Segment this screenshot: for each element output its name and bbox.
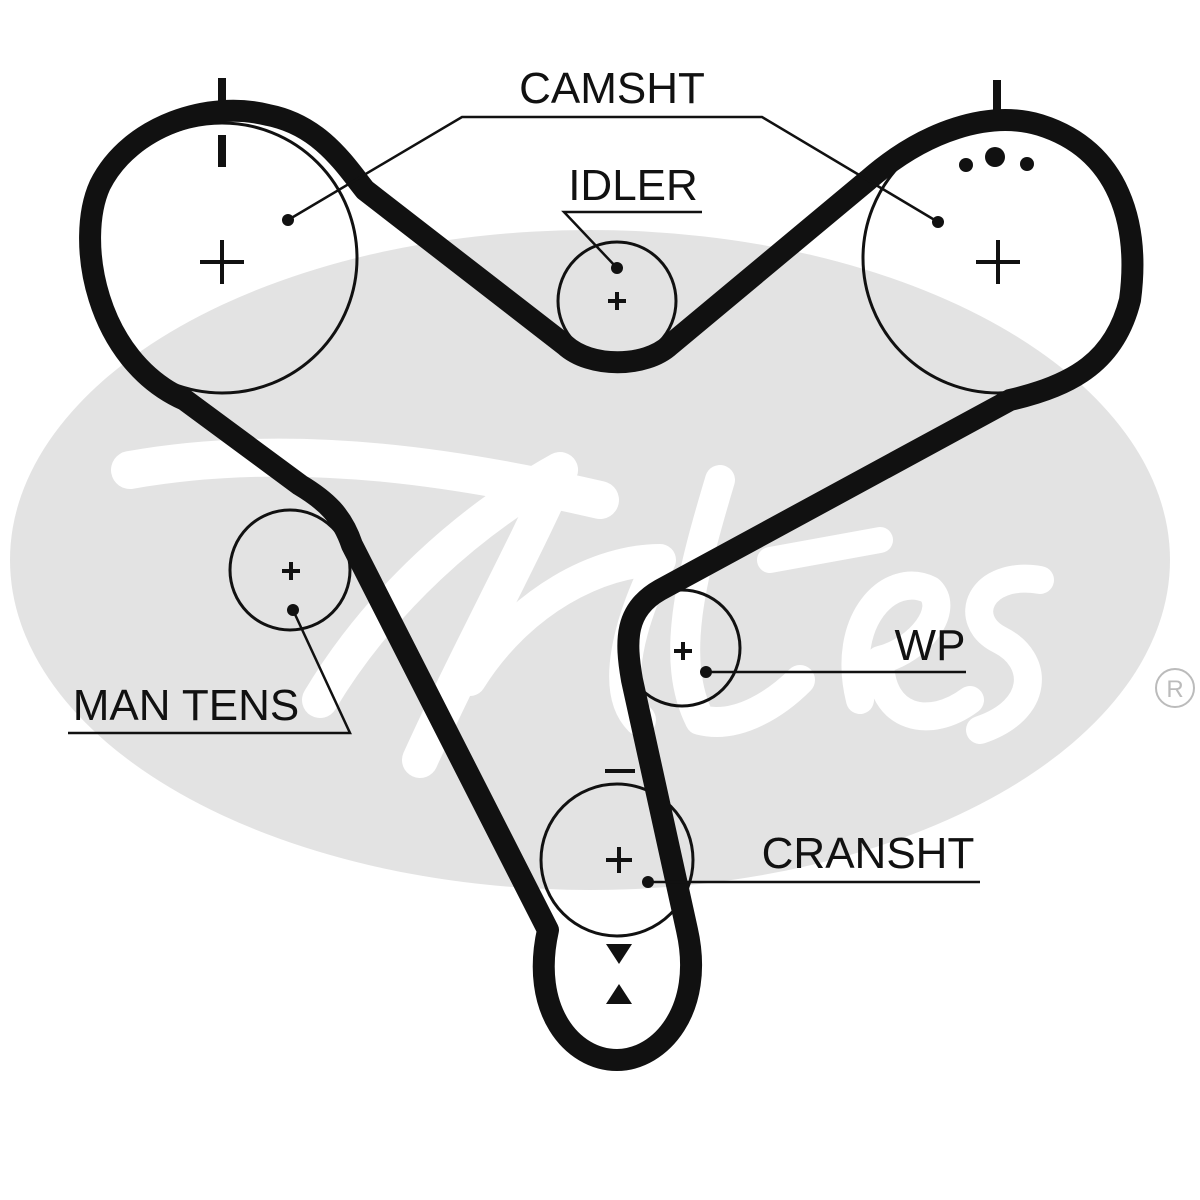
- crankshaft-pulley: [539, 782, 695, 938]
- idler-center-mark: [608, 292, 626, 310]
- timing-marks: [218, 78, 1034, 1004]
- leader-lines: [68, 115, 980, 884]
- cam-dot-2: [985, 147, 1005, 167]
- manual-tensioner-label: MAN TENS: [73, 681, 300, 730]
- water-pump-leader-dot: [700, 666, 712, 678]
- cam-dot-1: [959, 158, 973, 172]
- tensioner-pulley: [228, 508, 352, 632]
- tensioner-leader: [68, 609, 352, 735]
- timing-belt: [79, 99, 1144, 1071]
- right-cam-center-mark: [976, 240, 1020, 284]
- registered-mark-circle: [1155, 668, 1195, 708]
- leader-dots: [282, 214, 944, 888]
- crankshaft-label: CRANSHT: [762, 829, 975, 878]
- crank-timing-arrow-up: [606, 984, 632, 1004]
- center-marks: [200, 240, 1020, 873]
- crankshaft-leader-dot: [642, 876, 654, 888]
- watermark-logo: R: [10, 230, 1195, 890]
- camshaft-leader: [287, 115, 939, 224]
- left-cam-center-mark: [200, 240, 244, 284]
- water-pump-center-mark: [674, 642, 692, 660]
- camshaft-leader-dot-right: [932, 216, 944, 228]
- left-cam-timing-mark-bottom: [218, 135, 226, 167]
- water-pump-label: WP: [895, 621, 966, 670]
- idler-leader: [561, 210, 702, 269]
- crank-timing-arrow-down: [606, 944, 632, 964]
- tensioner-leader-dot: [287, 604, 299, 616]
- left-cam-timing-mark-top: [218, 78, 226, 108]
- camshaft-leader-dot-left: [282, 214, 294, 226]
- registered-mark-letter: R: [1166, 676, 1183, 703]
- crankshaft-mark: [606, 847, 632, 873]
- tensioner-center-mark: [282, 562, 300, 580]
- idler-label: IDLER: [568, 161, 698, 210]
- cam-dot-3: [1020, 157, 1034, 171]
- idler-leader-dot: [611, 262, 623, 274]
- camshaft-label: CAMSHT: [519, 64, 705, 113]
- right-cam-timing-mark: [993, 80, 1001, 110]
